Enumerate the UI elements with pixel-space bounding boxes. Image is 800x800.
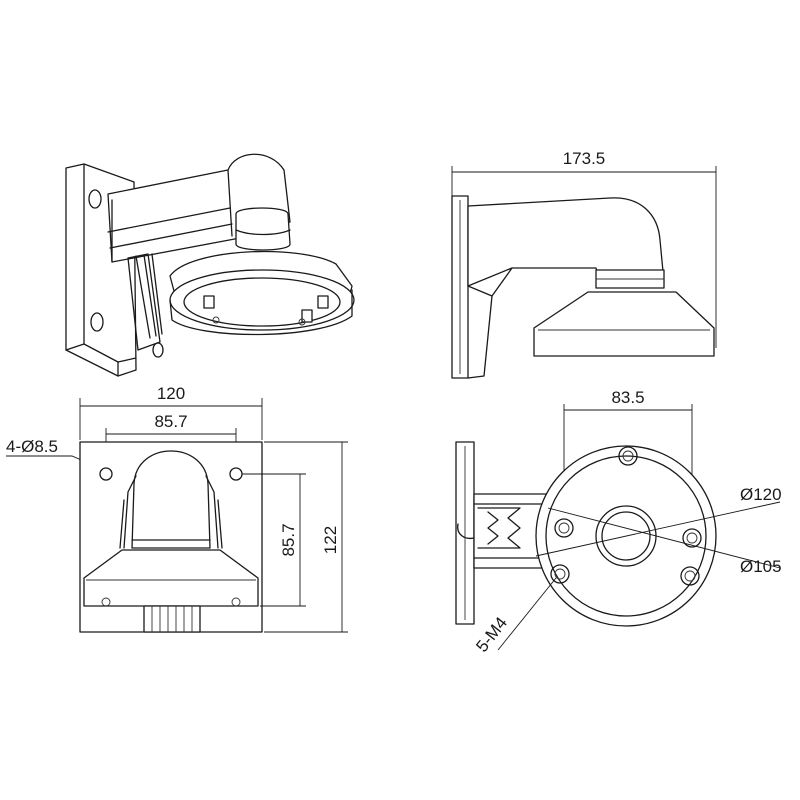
base-inner-circle (545, 455, 707, 617)
diameter-120-label: Ø120 (740, 485, 782, 504)
diameter-105-line (547, 507, 781, 569)
side-view: 173.5 (451, 149, 717, 379)
diameter-105-label: Ø105 (740, 557, 782, 576)
screws-leader-line (497, 577, 557, 651)
mounting-hole-top-left (99, 467, 113, 481)
screw-holes (550, 446, 702, 586)
mounting-holes-label: 4-Ø8.5 (6, 437, 58, 456)
hole-spacing-v-label: 85.7 (279, 523, 298, 556)
hole-spacing-h-label: 85.7 (154, 412, 187, 431)
bottom-view: 83.5 Ø120 Ø105 5-M4 (455, 388, 782, 656)
screws-label: 5-M4 (472, 614, 511, 656)
isometric-view (65, 153, 355, 377)
plate-height-dimension-label: 122 (321, 526, 340, 554)
center-hole-inner (601, 511, 651, 561)
plate-width-dimension-label: 120 (157, 384, 185, 403)
depth-dimension-label: 173.5 (563, 149, 606, 168)
diameter-120-line (535, 501, 781, 557)
front-view: 120 85.7 4-Ø8.5 85 (6, 384, 348, 633)
bolt-circle-dimension-label: 83.5 (611, 388, 644, 407)
